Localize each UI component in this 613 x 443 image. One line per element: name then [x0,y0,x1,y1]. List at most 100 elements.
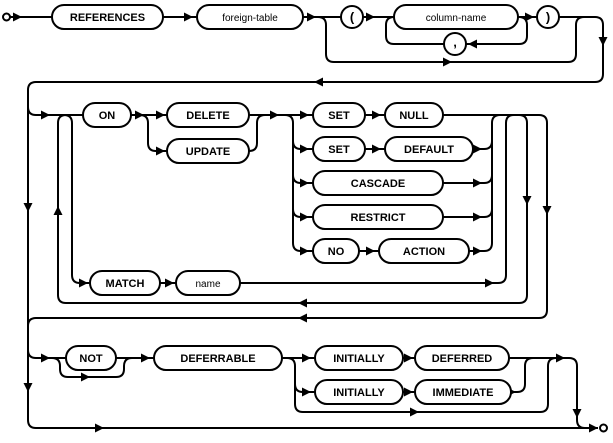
node-box [166,138,250,164]
node-label: CASCADE [351,178,405,190]
node-box [312,170,444,196]
node-deferred: DEFERRED [414,345,510,371]
connector-default-exit [473,114,501,150]
node-label: DEFERRED [432,353,493,365]
node-label: ON [99,110,116,122]
arrowhead [525,12,534,22]
end-terminal [599,423,608,433]
node-cascade: CASCADE [312,170,444,196]
arrowhead [366,12,375,22]
node-immediate: IMMEDIATE [414,379,512,405]
node-label: NO [328,246,345,258]
connector-match-branch [63,114,90,284]
node-label: NOT [79,353,103,365]
terminal-open-paren: ( [340,5,364,29]
node-box [378,238,470,264]
node-label: name [195,279,220,290]
arrowhead [41,353,50,363]
arrowhead [410,407,419,417]
arrowheads [13,12,608,433]
connector-final-exit [509,357,596,429]
node-box [384,102,444,128]
node-box [89,270,161,296]
arrowhead [589,423,598,433]
connector-action-branch-vertical [284,114,294,243]
connector-section2-exit [27,114,548,327]
connector-update-merge [248,114,266,152]
node-delete: DELETE [166,102,250,128]
node-action: ACTION [378,238,470,264]
node-label: DEFAULT [404,144,454,156]
arrowhead [298,313,307,323]
arrowhead [53,206,63,215]
arrowhead [404,387,413,397]
arrowhead [404,353,413,363]
node-box [393,4,519,30]
arrowhead [165,278,174,288]
arrowhead [300,178,309,188]
node-box [51,4,164,30]
terminal-circle [443,32,467,56]
arrowhead [81,372,90,382]
arrowhead [156,110,165,120]
connector-section2-entry [27,106,83,116]
connector-initially-bypass [294,357,557,413]
node-box [314,345,404,371]
arrowhead [598,37,608,46]
terminal-label: ( [350,10,355,25]
arrowhead [372,110,381,120]
arrowhead [95,423,104,433]
arrowhead [300,212,309,222]
node-not: NOT [65,345,117,371]
terminal-label: , [453,35,457,50]
connector-immediate-merge [511,357,534,393]
arrowhead [556,353,565,363]
node-box [414,379,512,405]
node-label: SET [328,110,350,122]
arrowhead [270,110,279,120]
node-name: name [175,270,241,296]
node-box [384,136,474,162]
arrowhead [23,203,33,212]
arrowhead [41,110,50,120]
arrowhead [443,57,452,67]
node-label: foreign-table [222,13,278,24]
arrowhead [141,353,150,363]
node-box [314,379,404,405]
node-label: SET [328,144,350,156]
arrowhead [366,246,375,256]
node-null: NULL [384,102,444,128]
terminal-label: ) [546,10,550,25]
node-set-2: SET [312,136,366,162]
arrowhead [372,144,381,154]
terminal-circle [536,5,560,29]
arrowhead [468,39,477,49]
arrowhead [298,298,307,308]
connector-restrict-exit [443,208,493,218]
arrowhead [13,12,22,22]
connector-noaction-exit [469,242,493,252]
arrowhead [135,110,144,120]
node-match: MATCH [89,270,161,296]
arrowhead [307,12,316,22]
arrowhead [542,206,552,215]
terminal-circle [340,5,364,29]
node-label: DEFERRABLE [180,353,255,365]
arrowhead [522,196,532,205]
node-box [414,345,510,371]
node-set-1: SET [312,102,366,128]
node-no: NO [312,238,360,264]
node-label: DELETE [186,110,229,122]
connector-cascade-exit [443,174,493,184]
arrowhead [485,278,494,288]
node-foreign-table: foreign-table [196,4,304,30]
node-box [175,270,241,296]
arrowhead [300,144,309,154]
node-box [153,345,283,371]
node-box [312,136,366,162]
node-initially-2: INITIALLY [314,379,404,405]
arrowhead [156,146,165,156]
node-label: column-name [426,13,487,24]
node-label: MATCH [106,278,145,290]
